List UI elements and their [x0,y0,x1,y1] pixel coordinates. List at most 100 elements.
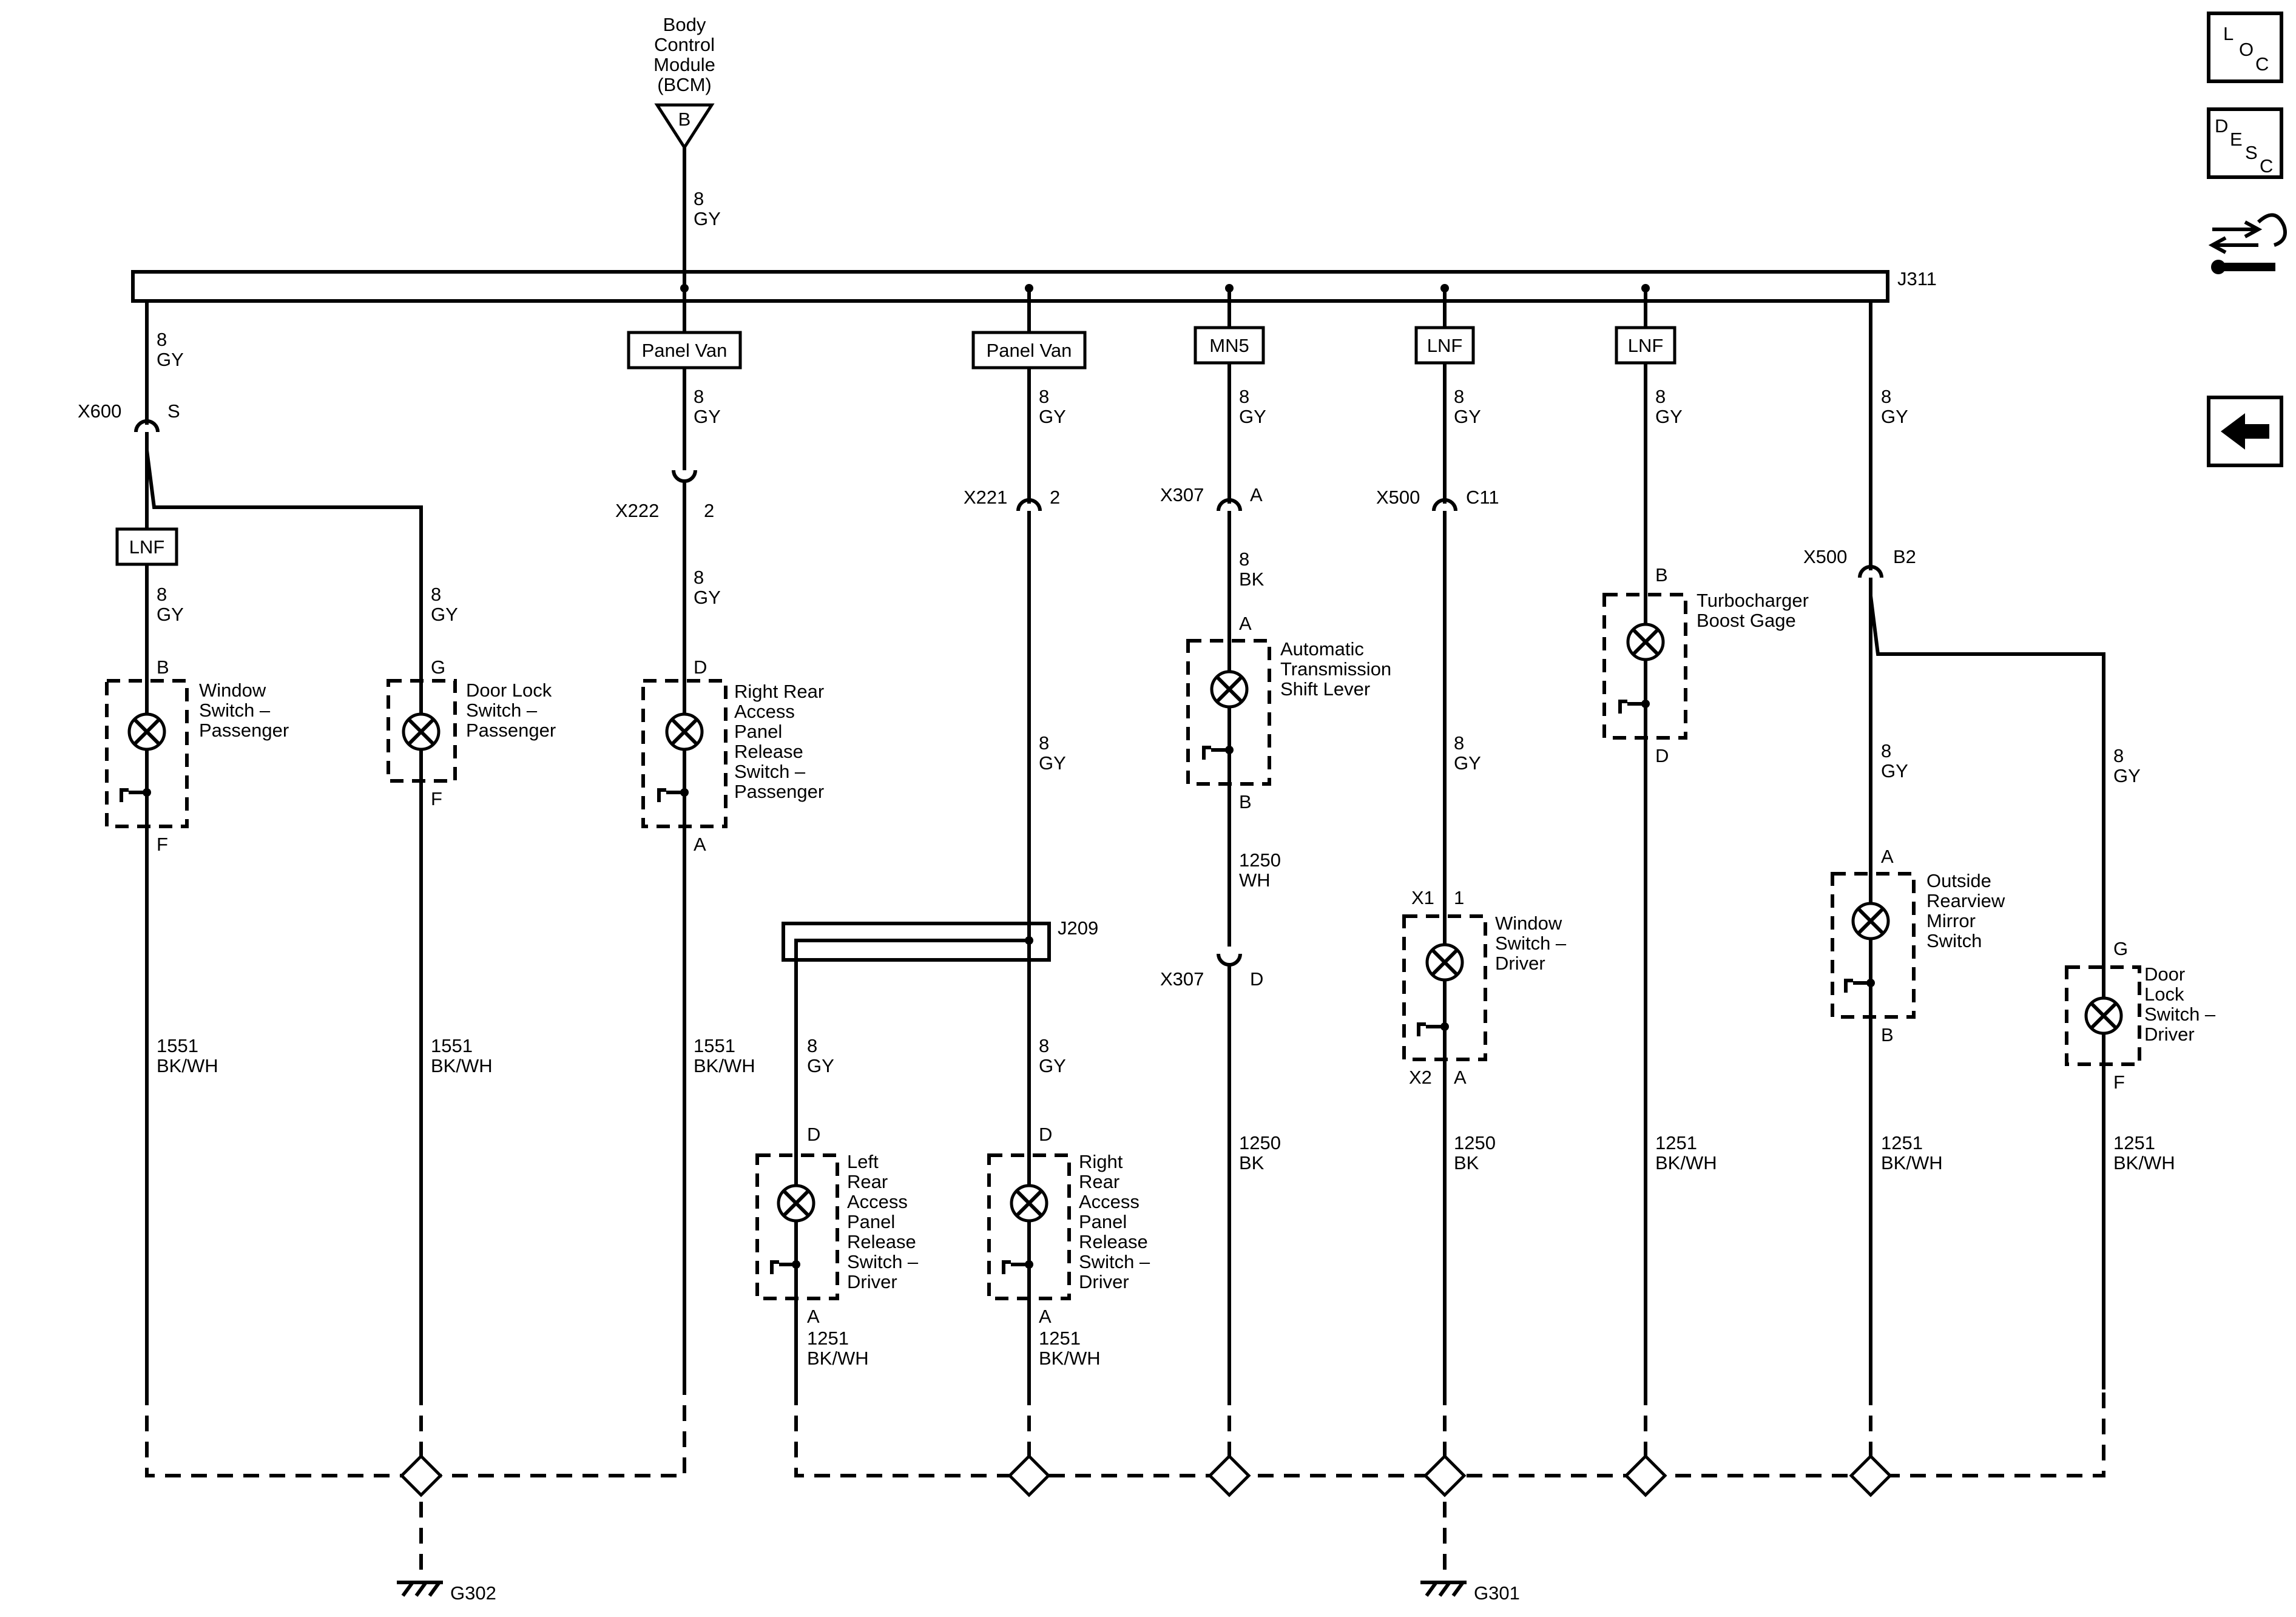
svg-text:BK/WH: BK/WH [157,1055,218,1076]
svg-text:Switch –: Switch – [2144,1004,2216,1025]
svg-text:8: 8 [2113,745,2124,766]
svg-text:1551: 1551 [694,1035,735,1056]
svg-text:Passenger: Passenger [734,781,824,802]
svg-text:BK/WH: BK/WH [2113,1152,2175,1173]
svg-text:GY: GY [694,587,721,608]
svg-text:Access: Access [847,1191,908,1212]
svg-text:Passenger: Passenger [466,720,556,741]
svg-text:8: 8 [1039,386,1049,407]
svg-text:Panel: Panel [1079,1211,1127,1232]
ground-g302: G302 [397,1581,496,1604]
svg-text:Module: Module [653,54,715,75]
svg-text:Panel: Panel [847,1211,895,1232]
svg-text:WH: WH [1239,869,1271,891]
svg-text:GY: GY [431,604,458,625]
connector-x307-d: X307 D [1160,953,1263,990]
svg-text:1551: 1551 [157,1035,198,1056]
svg-text:B: B [157,657,169,678]
svg-text:Window: Window [1495,913,1562,934]
svg-text:Mirror: Mirror [1926,910,1976,931]
svg-text:S: S [2245,142,2258,163]
svg-text:8: 8 [1454,732,1464,754]
switch-left-rear-access-driver: D A Left Rear Access Panel Release Switc… [755,1124,919,1327]
svg-text:S: S [167,400,180,422]
svg-text:LNF: LNF [129,536,165,558]
svg-text:BK/WH: BK/WH [694,1055,755,1076]
svg-text:Door Lock: Door Lock [466,680,552,701]
ground-g301: G301 [1420,1581,1520,1604]
connector-x500-b2: X500 B2 [1803,546,1916,578]
svg-text:GY: GY [694,406,721,427]
connector-tools-icon[interactable] [2208,213,2287,274]
bcm-label: Body Control Module (BCM) [653,14,715,95]
back-arrow-button[interactable] [2207,396,2283,467]
svg-text:BK/WH: BK/WH [1655,1152,1717,1173]
svg-text:1251: 1251 [1039,1328,1081,1349]
svg-text:D: D [1655,745,1669,766]
svg-text:Rearview: Rearview [1926,890,2005,911]
connector-x221: X221 2 [964,487,1060,511]
svg-text:D: D [1039,1124,1052,1145]
svg-text:GY: GY [1655,406,1683,427]
svg-text:Switch: Switch [1926,930,1982,951]
option-lnf-3: LNF [1615,326,1676,365]
connector-x500-c11: X500 C11 [1376,487,1499,511]
switch-door-lock-driver: G F Door Lock Switch – Driver [2065,938,2216,1093]
svg-text:1251: 1251 [1655,1132,1697,1153]
svg-text:C: C [2255,53,2269,75]
svg-text:Panel: Panel [734,721,782,742]
svg-text:A: A [1250,484,1263,505]
svg-text:A: A [694,834,706,855]
svg-text:A: A [1454,1067,1467,1088]
svg-text:1251: 1251 [2113,1132,2155,1153]
svg-text:GY: GY [1454,406,1481,427]
svg-text:BK/WH: BK/WH [431,1055,493,1076]
svg-text:G302: G302 [450,1582,496,1604]
svg-text:GY: GY [1039,406,1066,427]
svg-text:Window: Window [199,680,266,701]
svg-text:A: A [1239,613,1252,634]
svg-text:1: 1 [1454,887,1464,908]
svg-text:GY: GY [157,349,184,370]
svg-text:8: 8 [157,329,167,350]
switch-right-rear-access-driver: D A Right Rear Access Panel Release Swit… [987,1124,1150,1327]
svg-text:GY: GY [1039,1055,1066,1076]
switch-window-passenger: B F Window Switch – Passenger [105,657,289,855]
svg-text:D: D [1250,968,1263,990]
svg-text:BK: BK [1239,1152,1264,1173]
splice-dots [680,284,1650,292]
ground-junctions [399,1454,1893,1497]
svg-text:Outside: Outside [1926,870,1991,891]
svg-text:Release: Release [734,741,803,762]
svg-text:L: L [2223,23,2234,44]
svg-text:1251: 1251 [807,1328,849,1349]
svg-text:8: 8 [1655,386,1666,407]
svg-text:G: G [431,657,445,678]
svg-text:Switch –: Switch – [847,1251,919,1272]
svg-text:C11: C11 [1466,487,1499,508]
svg-text:Access: Access [734,701,795,722]
svg-text:X1: X1 [1411,887,1434,908]
svg-text:BK: BK [1454,1152,1479,1173]
svg-text:B2: B2 [1893,546,1916,567]
svg-text:1251: 1251 [1881,1132,1923,1153]
svg-text:Control: Control [654,34,715,55]
svg-text:Door: Door [2144,964,2185,985]
svg-text:GY: GY [807,1055,834,1076]
svg-text:8: 8 [1239,549,1249,570]
svg-text:B: B [1239,791,1252,812]
desc-button[interactable]: D E S C [2207,107,2283,179]
svg-text:A: A [807,1306,820,1327]
svg-text:LNF: LNF [1427,335,1463,356]
svg-text:GY: GY [1454,752,1481,774]
svg-text:BK: BK [1239,569,1264,590]
svg-text:Shift Lever: Shift Lever [1280,678,1370,700]
svg-text:D: D [2215,115,2228,137]
svg-text:Automatic: Automatic [1280,638,1364,660]
loc-button[interactable]: L O C [2207,12,2283,83]
svg-text:8: 8 [157,584,167,605]
svg-text:BK/WH: BK/WH [807,1348,869,1369]
svg-text:A: A [1039,1306,1052,1327]
svg-text:GY: GY [1881,406,1908,427]
svg-text:8: 8 [1239,386,1249,407]
